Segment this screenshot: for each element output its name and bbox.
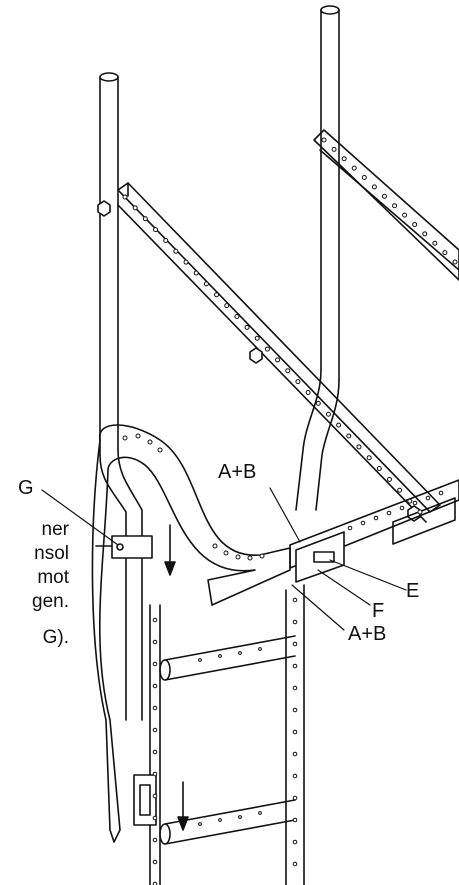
callout-ab-bottom: A+B: [348, 623, 387, 645]
ladder-rungs: [159, 635, 296, 845]
curved-plate: [91, 424, 291, 843]
clamp: [95, 535, 153, 559]
text-fragment: G).: [42, 627, 69, 648]
callout-g: G: [18, 477, 34, 499]
upper-strut: [313, 129, 459, 281]
text-fragment: gen.: [32, 591, 69, 612]
latch: [133, 774, 157, 826]
direction-arrows: [164, 524, 189, 831]
ladder-rails: [149, 584, 305, 885]
text-fragment: mot: [37, 567, 69, 588]
text-fragment: nsol: [34, 543, 69, 564]
left-pipe: [97, 72, 143, 721]
callout-f: F: [372, 600, 385, 622]
horizontal-bracket: [289, 479, 459, 583]
right-pipe: [295, 5, 340, 511]
perforation-holes: [122, 137, 458, 885]
leader-lines: [41, 487, 407, 631]
text-fragment: ner: [41, 519, 69, 540]
callout-e: E: [406, 580, 420, 602]
callout-ab-top: A+B: [218, 461, 257, 483]
main-strut: [117, 182, 441, 523]
